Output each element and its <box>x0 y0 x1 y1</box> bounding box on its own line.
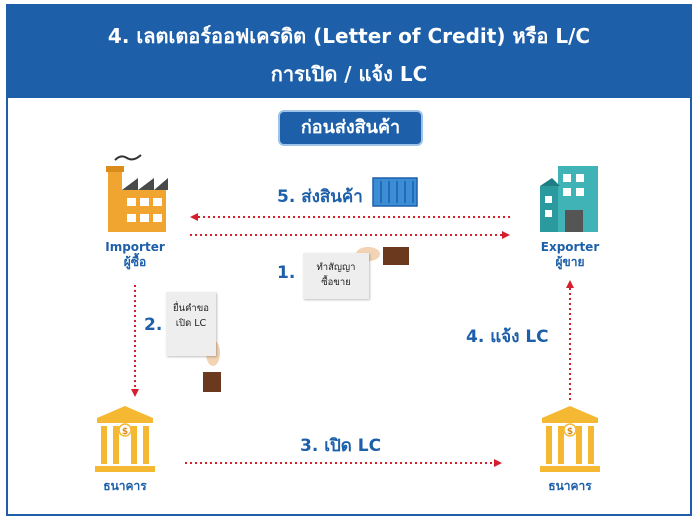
svg-text:$: $ <box>122 427 128 437</box>
lc-application-note-line2: เปิด LC <box>175 318 207 329</box>
container-icon <box>372 177 418 207</box>
factory-icon <box>106 154 168 232</box>
header-subtitle: การเปิด / แจ้ง LC <box>270 62 428 86</box>
exporter-label-th: ผู้ขาย <box>555 255 585 269</box>
step4-label: 4. แจ้ง LC <box>466 327 549 347</box>
exporter-label: Exporter ผู้ขาย <box>530 240 610 270</box>
bank-right-label: ธนาคาร <box>548 479 592 493</box>
contract-note-line1: ทำสัญญา <box>316 262 356 273</box>
importer-label-th: ผู้ซื้อ <box>123 255 147 269</box>
step3-label: 3. เปิด LC <box>300 436 382 456</box>
bank-icon: $ <box>540 406 600 472</box>
bank-left-label: ธนาคาร <box>103 479 147 493</box>
header-banner: 4. เลตเตอร์ออฟเครดิต (Letter of Credit) … <box>8 6 690 98</box>
step2-number: 2. <box>144 315 163 335</box>
stage-badge: ก่อนส่งสินค้า <box>278 110 423 146</box>
importer-label-en: Importer <box>105 240 165 254</box>
header-title: 4. เลตเตอร์ออฟเครดิต (Letter of Credit) … <box>107 24 591 48</box>
office-building-icon <box>540 166 598 232</box>
diagram-frame <box>6 4 692 516</box>
contract-note: ทำสัญญา ซื้อขาย <box>303 253 369 299</box>
lc-application-note: ยื่นคำขอ เปิด LC <box>166 292 216 356</box>
step1-number: 1. <box>277 263 296 283</box>
importer-label: Importer ผู้ซื้อ <box>95 240 175 270</box>
svg-text:$: $ <box>567 427 573 437</box>
contract-note-line2: ซื้อขาย <box>321 277 351 288</box>
bank-icon: $ <box>95 406 155 472</box>
lc-application-note-line1: ยื่นคำขอ <box>173 303 209 314</box>
step5-label: 5. ส่งสินค้า <box>277 187 363 207</box>
exporter-label-en: Exporter <box>540 240 600 254</box>
